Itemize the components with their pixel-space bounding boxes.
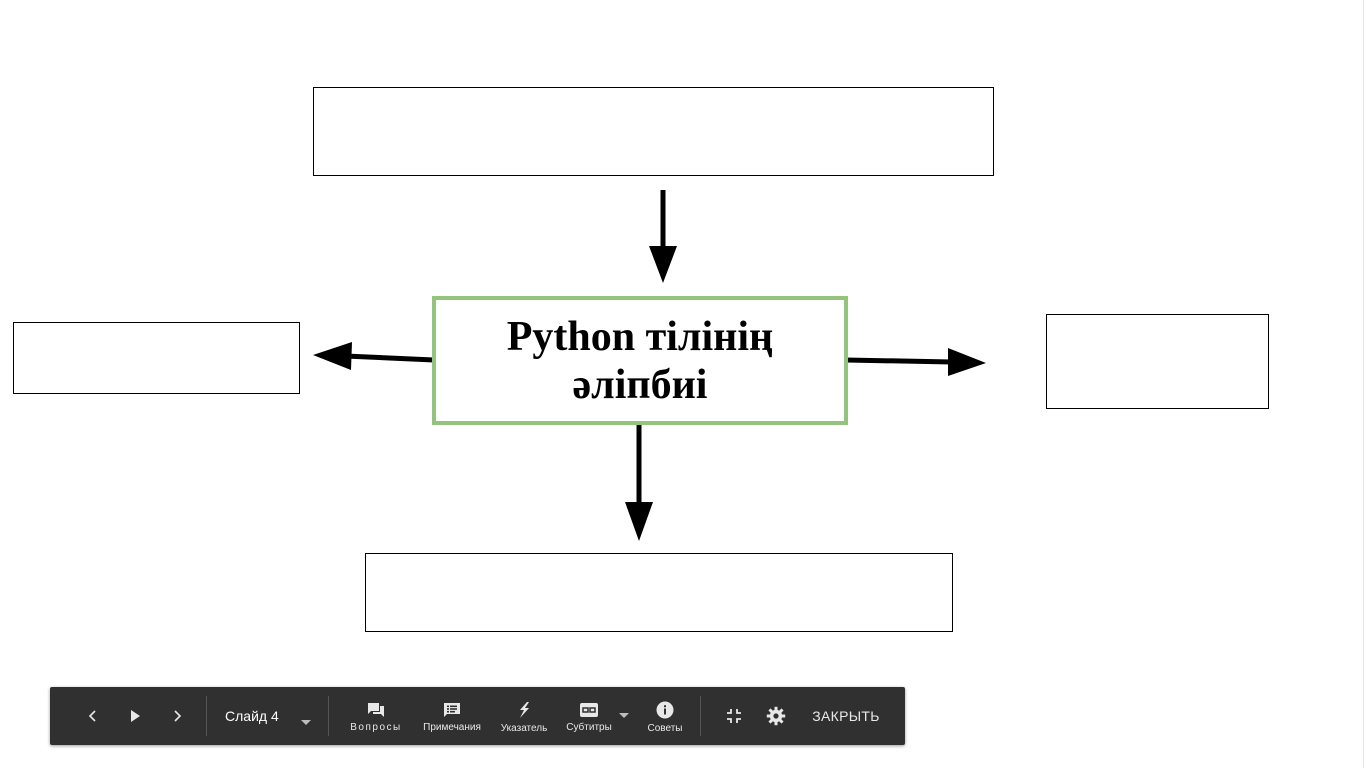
- left-empty-box: [13, 322, 300, 394]
- arrow-right: [845, 348, 986, 376]
- arrow-left: [313, 342, 435, 370]
- questions-label: Вопросы: [350, 721, 402, 733]
- speaker-notes-button[interactable]: Примечания: [418, 695, 486, 739]
- notes-label: Примечания: [423, 721, 481, 733]
- exit-fullscreen-button[interactable]: [720, 701, 748, 731]
- caret-down-icon: [619, 713, 629, 719]
- caret-down-icon: [301, 713, 311, 729]
- play-button[interactable]: [122, 701, 148, 731]
- captions-button[interactable]: Субтитры: [560, 695, 618, 739]
- center-title-box: Python тілінің әліпбиі: [432, 296, 848, 425]
- toolbar-divider: [700, 696, 701, 736]
- previous-slide-button[interactable]: [80, 701, 106, 731]
- close-button[interactable]: ЗАКРЫТЬ: [812, 708, 880, 724]
- speaker-notes-icon: [443, 702, 461, 718]
- presenter-toolbar: Слайд 4 Вопросы: [50, 687, 905, 745]
- right-empty-box: [1046, 314, 1269, 409]
- gear-icon: [766, 706, 786, 726]
- top-empty-box: [313, 87, 994, 176]
- closed-captions-icon: [579, 702, 599, 718]
- laser-pointer-icon: [515, 701, 533, 719]
- info-icon: [656, 701, 674, 719]
- pointer-label: Указатель: [500, 722, 548, 734]
- chevron-left-icon: [86, 709, 100, 723]
- next-slide-button[interactable]: [164, 701, 190, 731]
- chevron-right-icon: [170, 709, 184, 723]
- captions-options-dropdown[interactable]: [616, 701, 632, 731]
- settings-button[interactable]: [762, 701, 790, 731]
- bottom-empty-box: [365, 553, 953, 632]
- arrow-bottom-down: [625, 425, 653, 541]
- questions-button[interactable]: Вопросы: [342, 695, 410, 739]
- question-answer-icon: [367, 702, 385, 718]
- slide-selector[interactable]: Слайд 4: [221, 701, 317, 731]
- fullscreen-exit-icon: [726, 708, 742, 724]
- tips-button[interactable]: Советы: [638, 695, 692, 739]
- laser-pointer-button[interactable]: Указатель: [492, 695, 556, 739]
- scrollbar-edge: [1363, 0, 1364, 768]
- tips-label: Советы: [647, 722, 683, 734]
- play-icon: [128, 709, 142, 723]
- arrow-top-down: [649, 190, 677, 283]
- toolbar-divider: [206, 696, 207, 736]
- center-title: Python тілінің әліпбиі: [506, 313, 774, 408]
- captions-label: Субтитры: [566, 721, 612, 733]
- toolbar-divider: [328, 696, 329, 736]
- slide-number-label: Слайд 4: [225, 708, 279, 724]
